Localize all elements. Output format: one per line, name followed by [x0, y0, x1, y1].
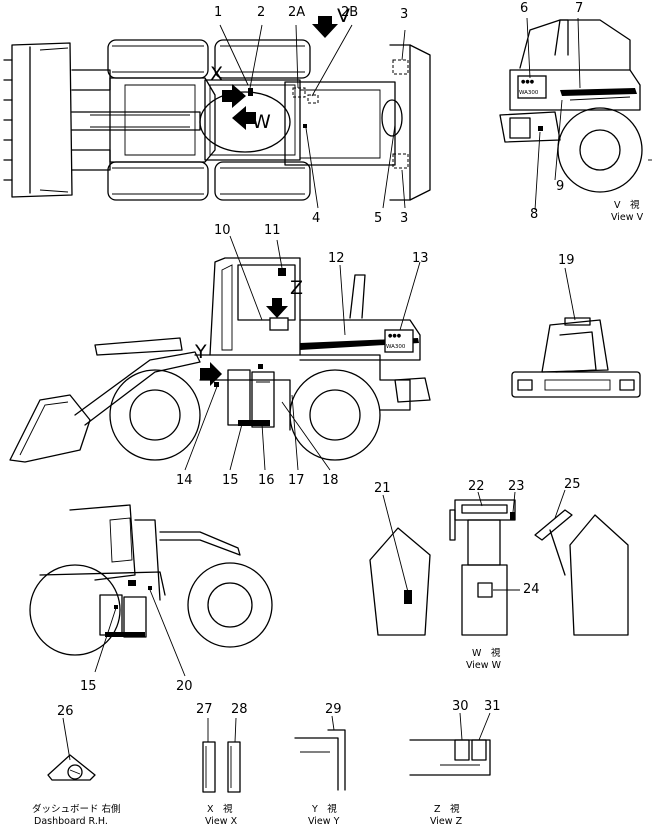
view-z-drawing	[409, 712, 491, 776]
label-22: 22	[468, 479, 485, 494]
lower-side-view-drawing	[29, 504, 273, 677]
label-2a: 2A	[288, 5, 305, 20]
label-11: 11	[264, 223, 281, 238]
caption-view-z-jp: Z 視	[434, 803, 460, 815]
view-letter-w: W	[252, 111, 271, 133]
label-14: 14	[176, 473, 193, 488]
label-3-bottom: 3	[400, 211, 408, 226]
view-x-drawing	[202, 717, 241, 793]
svg-text:●●●: ●●●	[388, 333, 402, 339]
caption-view-w-jp: W 視	[472, 647, 501, 659]
view-letter-y: Y	[194, 341, 207, 363]
caption-view-y-en: View Y	[308, 816, 340, 827]
svg-text:●●●: ●●●	[521, 79, 535, 85]
label-15-lower: 15	[80, 679, 97, 694]
caption-view-y-jp: Y 視	[311, 803, 337, 815]
label-1: 1	[214, 5, 222, 20]
label-2b: 2B	[341, 5, 358, 20]
label-28: 28	[231, 702, 248, 717]
caption-view-x-en: View X	[205, 816, 238, 827]
view-w-drawing	[369, 489, 629, 636]
label-9: 9	[556, 179, 564, 194]
label-15: 15	[222, 473, 239, 488]
label-13: 13	[412, 251, 429, 266]
label-21: 21	[374, 481, 391, 496]
caption-view-w-en: View W	[466, 660, 502, 671]
view-letter-z: Z	[290, 277, 303, 299]
caption-view-z-en: View Z	[430, 816, 463, 827]
label-24: 24	[523, 582, 540, 597]
label-29: 29	[325, 702, 342, 717]
label-26: 26	[57, 704, 74, 719]
dashboard-rh-drawing	[47, 717, 96, 781]
view-letter-v: V	[337, 5, 350, 27]
view-letter-x: X	[210, 63, 223, 85]
rear-view-drawing	[511, 267, 641, 398]
label-25: 25	[564, 477, 581, 492]
label-10: 10	[214, 223, 231, 238]
label-7: 7	[575, 1, 583, 16]
label-4: 4	[312, 211, 320, 226]
label-8: 8	[530, 207, 538, 222]
label-23: 23	[508, 479, 525, 494]
caption-view-x-jp: X 視	[207, 803, 233, 815]
view-y-drawing	[294, 715, 346, 791]
label-19: 19	[558, 253, 575, 268]
model-badge-side-view: WA300	[386, 344, 406, 350]
label-12: 12	[328, 251, 345, 266]
arrow-right-icon	[200, 362, 222, 386]
caption-view-v-jp: V 視	[614, 199, 640, 211]
label-27: 27	[196, 702, 213, 717]
label-6: 6	[520, 1, 528, 16]
label-3-top: 3	[400, 7, 408, 22]
caption-view-v-en: View V	[611, 212, 644, 223]
arrow-right-icon	[222, 84, 246, 108]
caption-dashboard-en: Dashboard R.H.	[34, 816, 108, 827]
side-view-drawing: ●●● WA300	[9, 235, 431, 471]
arrow-down-icon	[312, 16, 338, 38]
caption-dashboard-jp: ダッシュボード 右側	[32, 803, 121, 815]
arrow-left-icon	[232, 106, 256, 130]
label-31: 31	[484, 699, 501, 714]
label-30: 30	[452, 699, 469, 714]
arrow-down-icon	[266, 298, 288, 318]
view-v-drawing: ●●● WA300	[499, 17, 652, 211]
top-view-drawing	[3, 16, 431, 209]
label-18: 18	[322, 473, 339, 488]
label-2: 2	[257, 5, 265, 20]
label-16: 16	[258, 473, 275, 488]
label-17: 17	[288, 473, 305, 488]
model-badge-view-v: WA300	[519, 90, 539, 96]
label-20: 20	[176, 679, 193, 694]
label-5: 5	[374, 211, 382, 226]
